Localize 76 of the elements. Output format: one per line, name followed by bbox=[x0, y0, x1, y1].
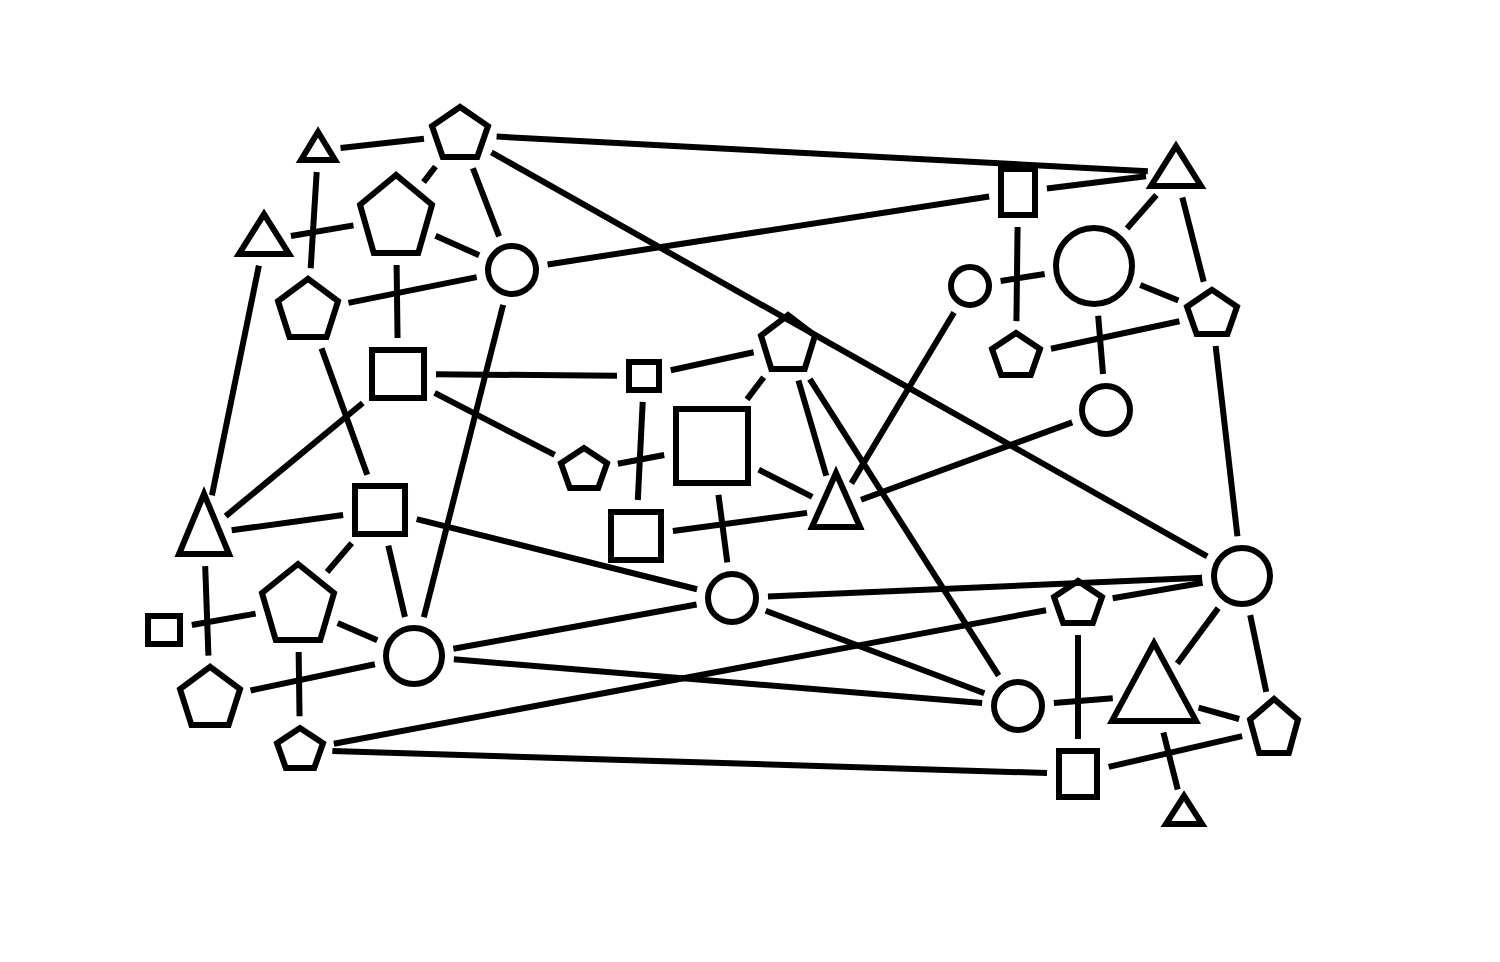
connector-line bbox=[452, 601, 698, 652]
rectangle bbox=[998, 166, 1038, 218]
connector-line bbox=[249, 661, 376, 694]
circle bbox=[1211, 544, 1273, 607]
connector-line bbox=[333, 607, 1047, 747]
connector-line bbox=[332, 748, 1048, 776]
square bbox=[673, 406, 751, 486]
connector-line bbox=[336, 620, 379, 643]
connector-line bbox=[1075, 635, 1081, 739]
connector-line bbox=[634, 401, 646, 501]
connector-line bbox=[290, 222, 354, 239]
connector-line bbox=[489, 149, 1209, 559]
square bbox=[352, 482, 408, 537]
circle bbox=[1053, 225, 1135, 307]
connector-line bbox=[1212, 345, 1241, 537]
connector-line bbox=[324, 541, 354, 574]
square bbox=[1056, 747, 1100, 800]
connector-line bbox=[318, 347, 371, 476]
connector-line bbox=[415, 516, 698, 593]
connector-line bbox=[340, 135, 425, 152]
connector-line bbox=[670, 349, 755, 374]
circle bbox=[948, 263, 992, 308]
connector-line bbox=[1095, 315, 1106, 375]
connector-line bbox=[757, 467, 814, 500]
connector-line bbox=[1247, 614, 1270, 693]
connector-line bbox=[764, 607, 986, 697]
connector-line bbox=[1050, 318, 1181, 352]
connector-line bbox=[1000, 270, 1046, 284]
connector-line bbox=[231, 512, 344, 534]
connector-line bbox=[1124, 192, 1159, 231]
square bbox=[369, 347, 427, 401]
connector-line bbox=[209, 265, 262, 496]
connector-line bbox=[744, 375, 767, 402]
square bbox=[608, 509, 664, 563]
connector-line bbox=[421, 164, 438, 184]
connector-line bbox=[1108, 733, 1243, 770]
connector-line bbox=[393, 264, 401, 339]
connector-line bbox=[848, 311, 957, 485]
connector-line bbox=[795, 379, 830, 477]
connector-line bbox=[1053, 695, 1113, 707]
connector-line bbox=[1197, 704, 1240, 722]
circle bbox=[991, 679, 1045, 733]
connector-line bbox=[1046, 173, 1147, 192]
circle bbox=[383, 624, 445, 687]
connector-line bbox=[202, 565, 212, 656]
connector-line bbox=[295, 651, 303, 717]
square bbox=[626, 359, 662, 393]
connector-line bbox=[436, 371, 618, 379]
connector-line bbox=[860, 419, 1074, 503]
connector-line bbox=[767, 574, 1203, 600]
circle bbox=[485, 243, 539, 297]
connector-line bbox=[1013, 226, 1021, 322]
connector-line bbox=[672, 509, 808, 534]
connector-line bbox=[1112, 579, 1204, 602]
circle bbox=[1079, 383, 1133, 437]
connector-line bbox=[715, 494, 731, 563]
connector-line bbox=[807, 377, 1002, 678]
connector-line bbox=[1139, 282, 1180, 304]
connector-line bbox=[307, 171, 320, 269]
square bbox=[145, 612, 183, 647]
connector-line bbox=[433, 390, 557, 458]
connector-line bbox=[385, 545, 408, 618]
connector-line bbox=[617, 452, 665, 467]
circle bbox=[705, 570, 759, 625]
connector-line bbox=[223, 400, 365, 519]
connector-line bbox=[1174, 606, 1221, 666]
connector-line bbox=[470, 167, 502, 238]
connector-line bbox=[434, 233, 481, 258]
connector-line bbox=[420, 304, 507, 618]
connector-line bbox=[347, 274, 478, 306]
connector-line bbox=[453, 656, 983, 706]
connector-line bbox=[1160, 731, 1181, 791]
connector-line bbox=[191, 610, 257, 628]
connector-line bbox=[1179, 196, 1207, 283]
connector-line bbox=[496, 133, 1149, 175]
connector-line bbox=[547, 193, 990, 268]
